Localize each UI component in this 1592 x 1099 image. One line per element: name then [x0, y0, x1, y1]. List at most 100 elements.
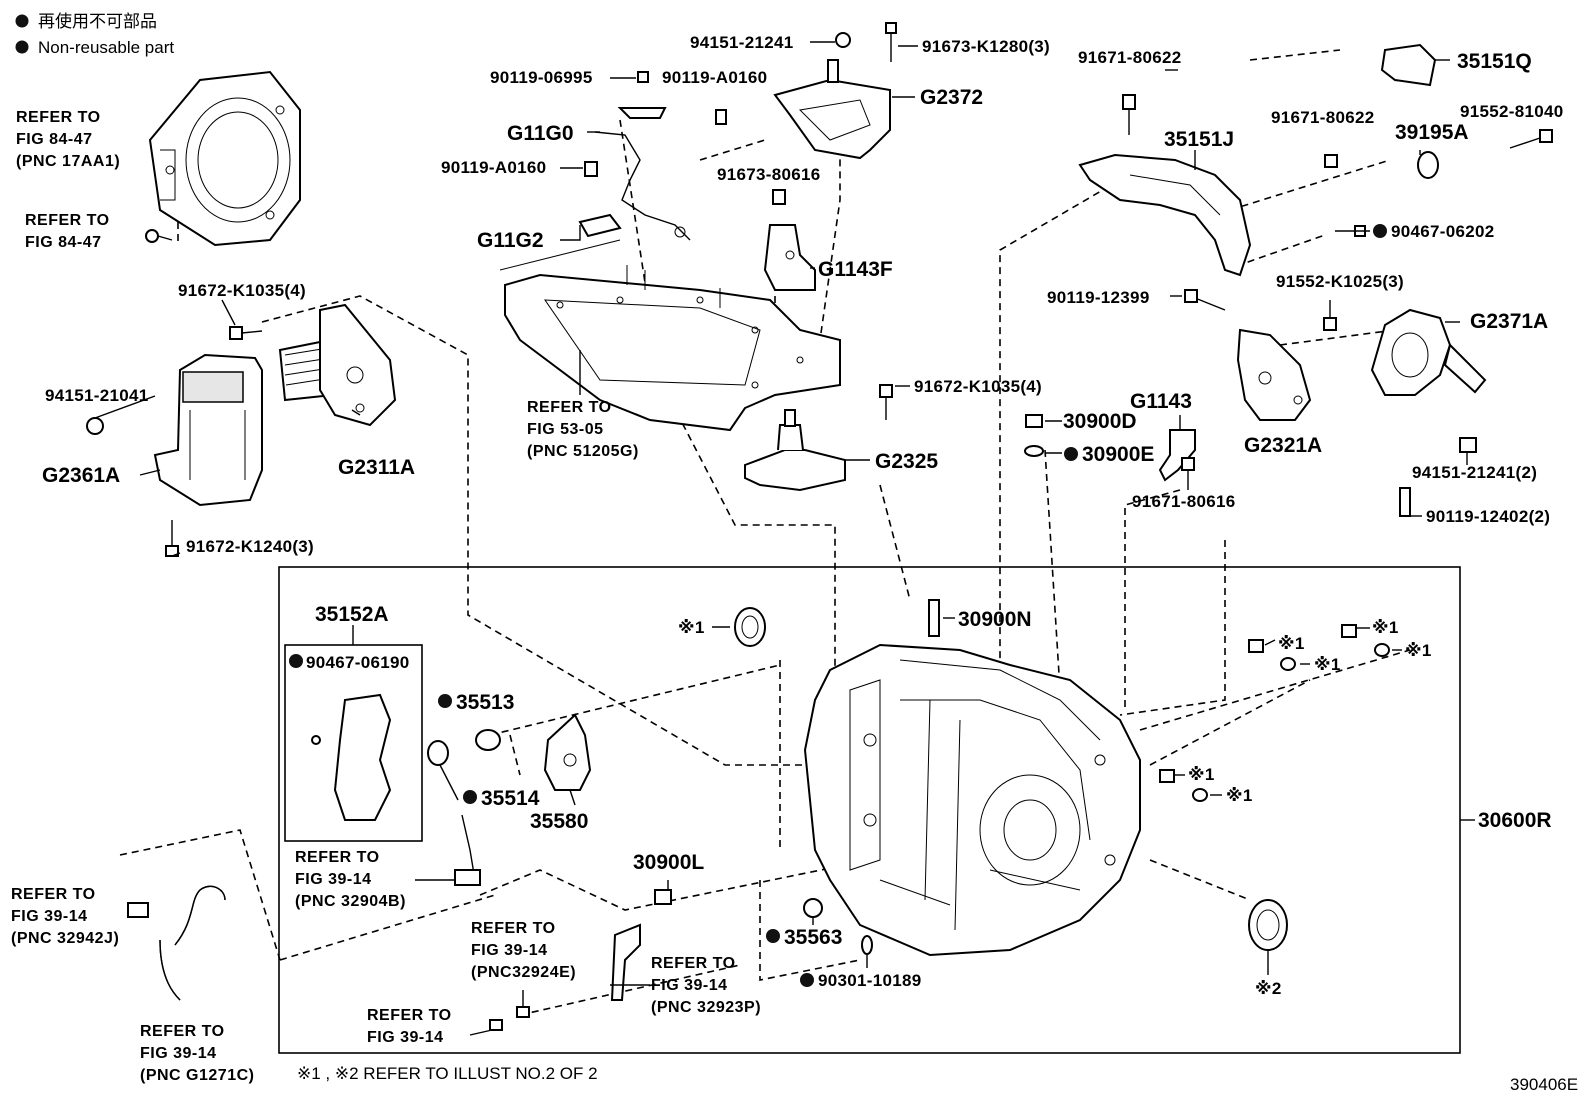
svg-text:FIG 84-47: FIG 84-47 [25, 234, 102, 251]
non-reusable-dot-icon [1373, 224, 1387, 238]
part-label: 35514 [481, 787, 540, 810]
mount-bracket-drawing [773, 59, 891, 160]
ref-mark: ※1 [1405, 641, 1432, 660]
mount-drawing [1370, 308, 1487, 396]
vent-plug-drawing [928, 599, 940, 637]
part-label: G11G0 [507, 122, 574, 145]
ref-note-32924: REFER TO FIG 39-14 (PNC32924E) [471, 920, 576, 981]
bolt-drawing [1181, 457, 1195, 471]
bolt-drawing [1323, 317, 1337, 331]
bolt-drawing [1122, 94, 1136, 135]
svg-text:(PNC 17AA1): (PNC 17AA1) [16, 153, 120, 170]
gasket-drawing [1192, 788, 1208, 802]
bolt-drawing [165, 520, 179, 557]
svg-text:(PNC32924E): (PNC32924E) [471, 964, 576, 981]
plug-drawing [1341, 624, 1357, 638]
svg-text:FIG 39-14: FIG 39-14 [11, 908, 88, 925]
gasket-drawing [861, 935, 873, 955]
part-label: 90119-12402(2) [1426, 507, 1550, 526]
bolt-drawing [885, 22, 897, 62]
svg-text:FIG 39-14: FIG 39-14 [651, 977, 728, 994]
svg-text:REFER TO: REFER TO [25, 212, 110, 229]
ref-mark: ※1 [1314, 655, 1341, 674]
part-label: 30900L [633, 851, 704, 874]
part-label: 91671-80622 [1271, 108, 1375, 127]
svg-text:FIG 53-05: FIG 53-05 [527, 421, 604, 438]
illust-reference-marks: ※1 ※1 ※1 ※1 ※1 ※1 ※1 ※2 [678, 618, 1432, 998]
gasket-drawing [803, 898, 823, 918]
ref-note-32923: REFER TO FIG 39-14 (PNC 32923P) [651, 955, 761, 1016]
part-label: G1143F [818, 258, 893, 281]
gasket-drawing [1280, 657, 1296, 671]
nut-drawing [86, 417, 104, 435]
plug-drawing [1025, 414, 1043, 428]
part-label: 91552-81040 [1460, 102, 1564, 121]
non-reusable-dot-icon [289, 654, 303, 668]
part-label: 91671-80622 [1078, 48, 1182, 67]
part-label: 30600R [1478, 809, 1552, 832]
grommet-drawing [1417, 151, 1439, 179]
part-label: G2372 [920, 86, 983, 109]
ref-note-cross-member: REFER TO FIG 53-05 (PNC 51205G) [527, 399, 638, 460]
part-label: 90467-06190 [306, 653, 410, 672]
part-label: G2321A [1244, 434, 1322, 457]
svg-text:REFER TO: REFER TO [367, 1007, 452, 1024]
bolt-drawing [1509, 129, 1553, 149]
ref-note-bolt: REFER TO FIG 84-47 [25, 212, 110, 251]
collar-drawing [427, 740, 449, 766]
svg-text:(PNC 32942J): (PNC 32942J) [11, 930, 119, 947]
bolt-drawing [637, 71, 649, 83]
label-leaders [94, 41, 1475, 1036]
cable-drawing [578, 107, 691, 241]
bolt-drawing [145, 229, 173, 243]
svg-text:(PNC 32904B): (PNC 32904B) [295, 893, 406, 910]
svg-text:FIG 39-14: FIG 39-14 [295, 871, 372, 888]
non-reusable-dot-icon [15, 40, 29, 54]
lower-mount-drawing [744, 409, 846, 492]
collar-drawing [475, 729, 501, 751]
cable-end-drawing [454, 814, 481, 886]
dashed-leaders [119, 49, 1411, 1016]
bolt-drawing [879, 384, 893, 420]
part-label: 35152A [315, 603, 389, 626]
legend-line-1: 再使用不可部品 [38, 11, 157, 31]
sensor-drawing [311, 693, 392, 821]
part-label: 90119-A0160 [662, 68, 767, 87]
ref-mark: ※1 [1188, 765, 1215, 784]
non-reusable-dot-icon [1064, 447, 1078, 461]
ref-note-hose-bottom: REFER TO FIG 39-14 (PNC G1271C) [140, 1023, 254, 1084]
svg-text:REFER TO: REFER TO [11, 886, 96, 903]
engine-mount-drawing [153, 303, 397, 507]
sensor-drawing [543, 713, 592, 791]
part-label: 30900E [1082, 443, 1154, 466]
bolt-drawing [229, 326, 263, 340]
part-label: 35580 [530, 810, 588, 833]
oil-seal-drawing [1248, 899, 1288, 951]
svg-text:REFER TO: REFER TO [140, 1023, 225, 1040]
ref-mark: ※1 [678, 618, 705, 637]
part-label: 91552-K1025(3) [1276, 272, 1404, 291]
part-label: 91673-K1280(3) [922, 37, 1050, 56]
footnote: ※1 , ※2 REFER TO ILLUST NO.2 OF 2 [297, 1064, 598, 1083]
bracket-drawing [763, 224, 816, 291]
part-label: G2325 [875, 450, 938, 473]
svg-text:(PNC G1271C): (PNC G1271C) [140, 1067, 254, 1084]
svg-text:FIG 39-14: FIG 39-14 [471, 942, 548, 959]
svg-text:REFER TO: REFER TO [295, 849, 380, 866]
part-label: 35513 [456, 691, 514, 714]
part-label: 30900N [958, 608, 1032, 631]
part-label: 35151Q [1457, 50, 1532, 73]
svg-text:REFER TO: REFER TO [471, 920, 556, 937]
bell-housing-drawing [148, 70, 301, 247]
bolt-drawing [772, 189, 786, 205]
svg-text:FIG 39-14: FIG 39-14 [367, 1029, 444, 1046]
plug-drawing [654, 889, 672, 905]
gasket-drawing [1024, 445, 1044, 457]
ref-mark: ※1 [1226, 786, 1253, 805]
bolt-drawing [1399, 487, 1411, 517]
part-label: 90119-A0160 [441, 158, 546, 177]
plug-drawing [1159, 769, 1175, 783]
non-reusable-dot-icon [766, 929, 780, 943]
svg-text:REFER TO: REFER TO [651, 955, 736, 972]
